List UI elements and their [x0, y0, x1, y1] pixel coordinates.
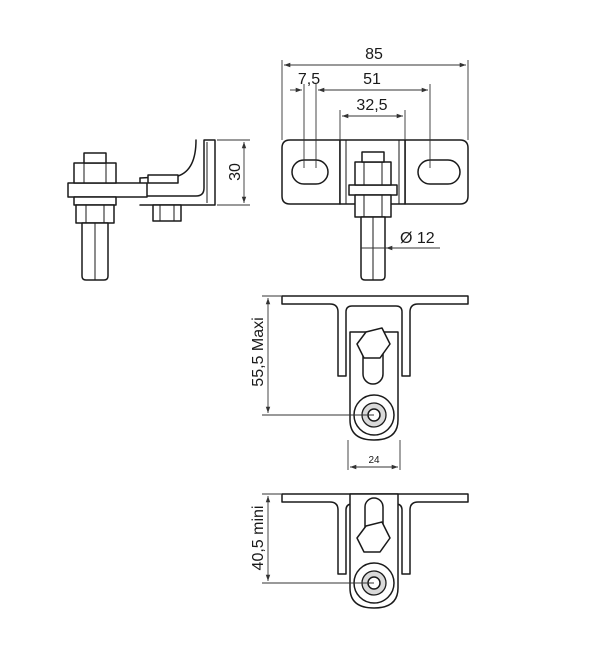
side-screw-head [147, 174, 179, 184]
front-upper-nut [354, 161, 392, 186]
label-30: 30 [227, 163, 244, 181]
label-max-height: 55,5 Maxi [250, 317, 267, 386]
dim-max-height: 55,5 Maxi [250, 295, 374, 416]
dim-overall-width: 85 [281, 46, 469, 140]
label-24: 24 [368, 455, 380, 466]
min-hex-nut [356, 521, 391, 553]
dim-bracket-height: 30 [217, 139, 250, 206]
dim-slot-span: 7,5 51 [290, 71, 431, 168]
max-bracket [281, 295, 469, 377]
front-lower-nut [354, 194, 392, 218]
label-7-5: 7,5 [298, 71, 320, 88]
dim-bolt-diameter: Ø 12 [361, 230, 440, 251]
front-view [281, 139, 469, 281]
min-height-view [281, 493, 469, 609]
front-clamp-plate [348, 184, 398, 196]
front-right-slot [417, 159, 461, 185]
side-upper-nut [73, 162, 117, 184]
label-diameter: Ø 12 [400, 230, 435, 247]
dim-min-height: 40,5 mini [250, 493, 374, 584]
front-bolt-top [361, 151, 385, 163]
side-bolt-top [83, 152, 107, 164]
side-bracket [139, 139, 216, 206]
front-left-slot [291, 159, 329, 185]
side-bracket-curve [139, 139, 197, 179]
dim-inner-span: 32,5 [339, 97, 406, 140]
side-clamp-screw [152, 204, 182, 222]
side-clamp-plate [67, 182, 148, 198]
side-washer [73, 196, 117, 206]
side-lower-nut [75, 204, 115, 224]
label-min-height: 40,5 mini [250, 506, 267, 571]
max-height-view [281, 295, 469, 441]
side-view [67, 139, 216, 281]
label-32-5: 32,5 [356, 97, 387, 114]
max-hex-nut [356, 327, 391, 359]
label-51: 51 [363, 71, 381, 88]
label-85: 85 [365, 46, 383, 63]
dim-base-width: 24 [347, 440, 401, 470]
